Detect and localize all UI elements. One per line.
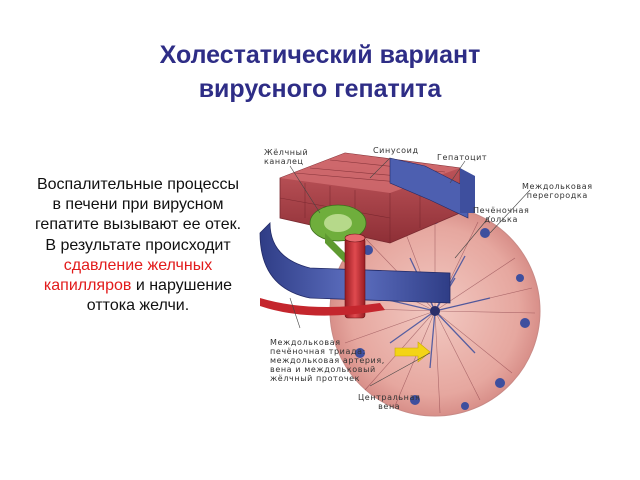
- description-highlight: сдавление желчных капилляров: [43, 256, 213, 295]
- liver-structure-diagram: [259, 152, 541, 417]
- central-vein: [430, 306, 440, 316]
- description-part-2: и нарушение оттока желчи.: [86, 277, 233, 315]
- label-sinusoid: Синусоид: [373, 146, 419, 155]
- yellow-arrow: [394, 341, 431, 363]
- label-hepatic-lobule: Печёночная долька: [473, 206, 530, 224]
- artery: [260, 233, 385, 319]
- label-central-vein: Центральная вена: [358, 393, 421, 411]
- label-interlobular-septum: Междольковая перегородка: [522, 182, 593, 200]
- label-portal-triad: Междольковая печёночная триада: междольк…: [270, 338, 385, 383]
- hepatic-lobule: [329, 205, 541, 417]
- bile-duct: [309, 204, 367, 268]
- label-bile-canaliculus: Жёлчный каналец: [264, 148, 309, 166]
- description-part-1: Воспалительные процессы в печени при вир…: [34, 176, 242, 254]
- vein-slab: [259, 157, 475, 304]
- title-line-2: вирусного гепатита: [198, 75, 442, 103]
- liver-illustration: Жёлчный каналец Синусоид Гепатоцит Междо…: [250, 138, 640, 428]
- leader-lines: [289, 157, 531, 387]
- description-text: Воспалительные процессы в печени при вир…: [33, 175, 243, 316]
- label-hepatocyte: Гепатоцит: [437, 153, 488, 162]
- slide-title: Холестатический вариант вирусного гепати…: [0, 38, 640, 106]
- title-line-1: Холестатический вариант: [159, 41, 481, 69]
- portal-triads: [355, 216, 530, 410]
